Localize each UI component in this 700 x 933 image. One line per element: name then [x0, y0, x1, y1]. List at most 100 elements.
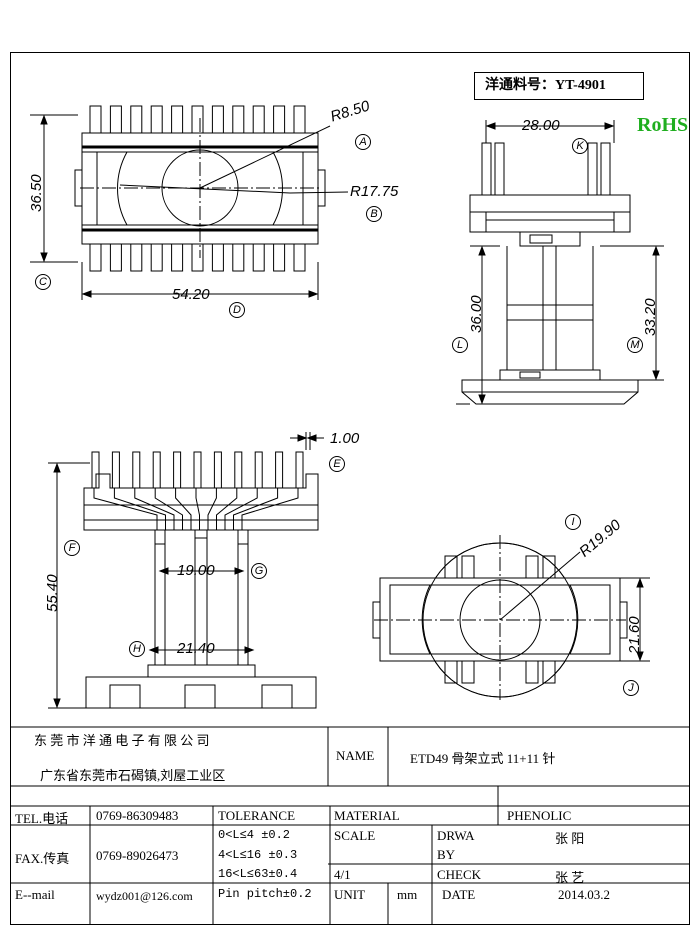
comb-tooth: [293, 243, 306, 272]
dim-height-m: 33.20: [642, 298, 659, 336]
tolerance-line-1: 0<L≤4 ±0.2: [218, 828, 291, 842]
pin-leg: [93, 488, 158, 530]
pin: [152, 451, 161, 489]
top-view: [74, 118, 349, 258]
front-view: [83, 451, 319, 709]
callout-a: A: [355, 134, 371, 150]
scale-value: 4/1: [334, 867, 351, 882]
callout-b: B: [366, 206, 382, 222]
top-comb-pins: [89, 105, 306, 134]
callout-f: F: [64, 540, 80, 556]
callout-g: G: [251, 563, 267, 579]
callout-l: L: [452, 337, 468, 353]
callout-k: K: [572, 138, 588, 154]
dim-height-f: 55.40: [44, 574, 61, 612]
tolerance-label: TOLERANCE: [218, 808, 296, 823]
pin: [254, 451, 263, 489]
dim-pitch-g: 19.00: [177, 562, 215, 579]
tolerance-line-2: 4<L≤16 ±0.3: [218, 848, 298, 862]
rohs-mark: RoHS: [637, 114, 689, 136]
callout-c: C: [35, 274, 51, 290]
callout-j: J: [623, 680, 639, 696]
fax-value: 0769-89026473: [96, 848, 179, 863]
tel-value: 0769-86309483: [96, 808, 179, 823]
pin: [275, 451, 284, 489]
drawing-frame: [10, 52, 690, 925]
unit-label: UNIT: [334, 887, 366, 902]
pin: [173, 451, 182, 489]
callout-h: H: [129, 641, 145, 657]
check-label: CHECK: [437, 867, 482, 882]
email-value: wydz001@126.com: [96, 889, 193, 903]
drawn-by-value: 张 阳: [555, 831, 585, 846]
dim-width-right: 28.00: [522, 117, 560, 134]
company-address: 广东省东莞市石碣镇,刘屋工业区: [40, 768, 226, 783]
bottom-comb-pins: [89, 243, 306, 272]
pin: [132, 451, 141, 489]
comb-tooth: [273, 243, 286, 272]
title-block-grid: [10, 726, 690, 925]
callout-e: E: [329, 456, 345, 472]
comb-tooth: [89, 105, 102, 134]
dim-width-top: 54.20: [172, 286, 210, 303]
dim-height-j: 21.60: [626, 616, 643, 654]
tolerance-line-4: Pin pitch±0.2: [218, 887, 312, 901]
drawn-by-label-1: DRWA: [437, 828, 475, 843]
comb-tooth: [211, 105, 224, 134]
comb-tooth: [273, 105, 286, 134]
pin-leg: [195, 488, 200, 530]
name-value: ETD49 骨架立式 11+11 针: [410, 751, 556, 766]
comb-tooth: [252, 243, 265, 272]
comb-tooth: [150, 243, 163, 272]
name-label: NAME: [336, 748, 375, 763]
comb-tooth: [191, 105, 204, 134]
pin: [234, 451, 243, 489]
dim-r-large: R17.75: [350, 183, 399, 200]
pin-leg: [154, 488, 183, 530]
fax-label: FAX.传真: [15, 851, 70, 866]
side-view: [461, 142, 639, 405]
comb-tooth: [171, 105, 184, 134]
comb-tooth: [109, 105, 122, 134]
comb-tooth: [130, 105, 143, 134]
unit-value: mm: [397, 887, 418, 902]
pin-leg: [241, 488, 299, 530]
date-label: DATE: [442, 887, 476, 902]
callout-m: M: [627, 337, 643, 353]
pin: [295, 451, 304, 489]
dim-height-l: 36.00: [468, 295, 485, 333]
part-number-label: 洋通料号：YT-4901: [474, 72, 644, 100]
pin-leg: [113, 488, 166, 530]
pin-leg: [216, 488, 238, 530]
email-label: E--mail: [15, 887, 55, 902]
pin-leg: [224, 488, 258, 530]
comb-tooth: [150, 105, 163, 134]
pin: [111, 451, 120, 489]
comb-tooth: [191, 243, 204, 272]
scale-label: SCALE: [334, 828, 376, 843]
pin: [193, 451, 202, 489]
callout-i: I: [565, 514, 581, 530]
pin-leg: [134, 488, 175, 530]
comb-tooth: [130, 243, 143, 272]
comb-tooth: [252, 105, 265, 134]
pin-leg: [207, 488, 217, 530]
comb-tooth: [232, 243, 245, 272]
callout-d: D: [229, 302, 245, 318]
pin-leg: [233, 488, 279, 530]
dim-width-h: 21.40: [177, 640, 215, 657]
material-label: MATERIAL: [334, 808, 400, 823]
pin-leg: [175, 488, 192, 530]
material-value: PHENOLIC: [507, 808, 572, 823]
comb-tooth: [232, 105, 245, 134]
comb-tooth: [109, 243, 122, 272]
bottom-view: [372, 535, 628, 700]
comb-tooth: [89, 243, 102, 272]
check-value: 张 艺: [555, 870, 585, 885]
comb-tooth: [171, 243, 184, 272]
drawn-by-label-2: BY: [437, 847, 456, 862]
tolerance-line-3: 16<L≤63±0.4: [218, 867, 298, 881]
company-name: 东 莞 市 洋 通 电 子 有 限 公 司: [34, 733, 210, 748]
dim-pin-1: 1.00: [330, 430, 360, 447]
